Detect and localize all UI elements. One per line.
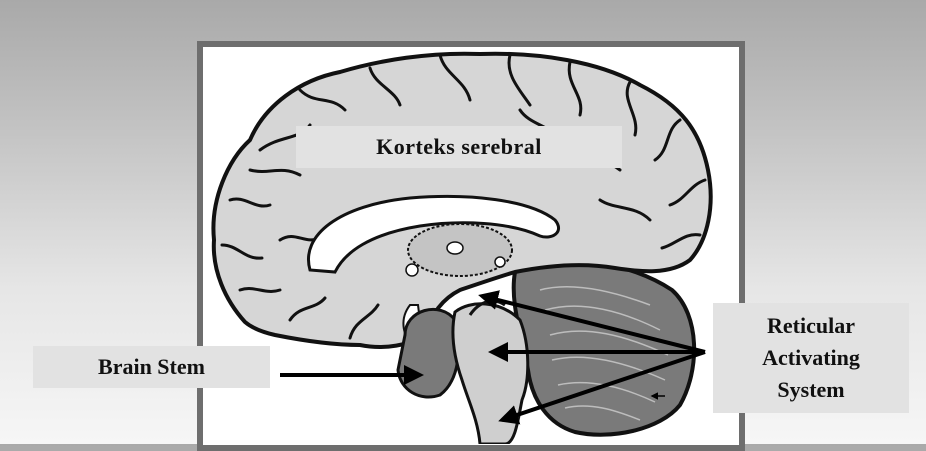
thalamus-nucleus: [447, 242, 463, 254]
pons: [398, 309, 459, 397]
cortex-label: Korteks serebral: [296, 126, 622, 168]
brain-stem-label: Brain Stem: [33, 346, 270, 388]
brain-stem-label-text: Brain Stem: [98, 354, 205, 380]
ras-label-line-3: System: [777, 374, 844, 406]
cortex-label-text: Korteks serebral: [376, 134, 542, 160]
ras-label-line-1: Reticular: [767, 310, 855, 342]
pineal-gland: [495, 257, 505, 267]
anterior-commissure: [406, 264, 418, 276]
ras-label-line-2: Activating: [762, 342, 860, 374]
ras-label: Reticular Activating System: [713, 303, 909, 413]
brainstem: [453, 304, 528, 444]
